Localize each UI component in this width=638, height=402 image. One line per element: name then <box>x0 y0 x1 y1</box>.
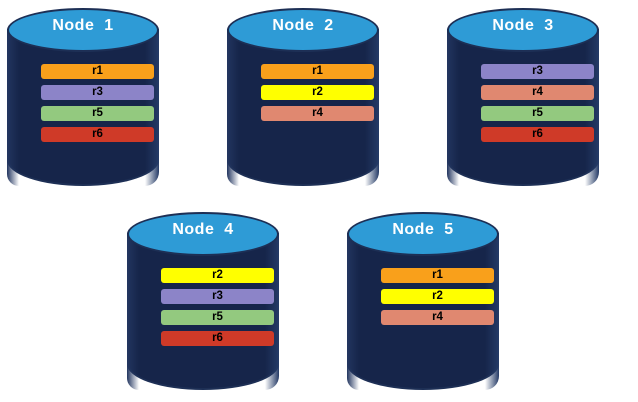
replica-bar-r1: r1 <box>41 64 154 79</box>
replica-list: r2 r3 r5 r6 <box>161 268 274 352</box>
cylinder-top-ellipse <box>447 8 599 52</box>
replica-bar-r1: r1 <box>261 64 374 79</box>
replica-bar-r2: r2 <box>261 85 374 100</box>
replica-bar-r5: r5 <box>41 106 154 121</box>
replica-bar-r5: r5 <box>481 106 594 121</box>
cylinder-top-ellipse <box>227 8 379 52</box>
cylinder-top-ellipse <box>7 8 159 52</box>
replica-bar-r5: r5 <box>161 310 274 325</box>
replica-bar-r3: r3 <box>481 64 594 79</box>
replica-bar-r6: r6 <box>481 127 594 142</box>
cylinder-top-ellipse <box>127 212 279 256</box>
replica-list: r1 r3 r5 r6 <box>41 64 154 148</box>
database-node-4[interactable]: Node 4 r2 r3 r5 r6 <box>127 212 279 390</box>
replica-list: r1 r2 r4 <box>381 268 494 331</box>
replica-list: r1 r2 r4 <box>261 64 374 127</box>
database-node-2[interactable]: Node 2 r1 r2 r4 <box>227 8 379 186</box>
node-title: Node 2 <box>272 17 334 34</box>
node-title: Node 1 <box>52 17 114 34</box>
replica-bar-r3: r3 <box>41 85 154 100</box>
replica-bar-r1: r1 <box>381 268 494 283</box>
replica-bar-r2: r2 <box>161 268 274 283</box>
replica-bar-r4: r4 <box>381 310 494 325</box>
replica-list: r3 r4 r5 r6 <box>481 64 594 148</box>
database-node-3[interactable]: Node 3 r3 r4 r5 r6 <box>447 8 599 186</box>
replica-bar-r6: r6 <box>41 127 154 142</box>
replica-bar-r4: r4 <box>481 85 594 100</box>
replica-bar-r6: r6 <box>161 331 274 346</box>
node-title: Node 5 <box>392 221 454 238</box>
replica-bar-r2: r2 <box>381 289 494 304</box>
replica-bar-r3: r3 <box>161 289 274 304</box>
cylinder-top-ellipse <box>347 212 499 256</box>
node-title: Node 4 <box>172 221 234 238</box>
node-title: Node 3 <box>492 17 554 34</box>
database-node-5[interactable]: Node 5 r1 r2 r4 <box>347 212 499 390</box>
database-node-1[interactable]: Node 1 r1 r3 r5 r6 <box>7 8 159 186</box>
replica-bar-r4: r4 <box>261 106 374 121</box>
